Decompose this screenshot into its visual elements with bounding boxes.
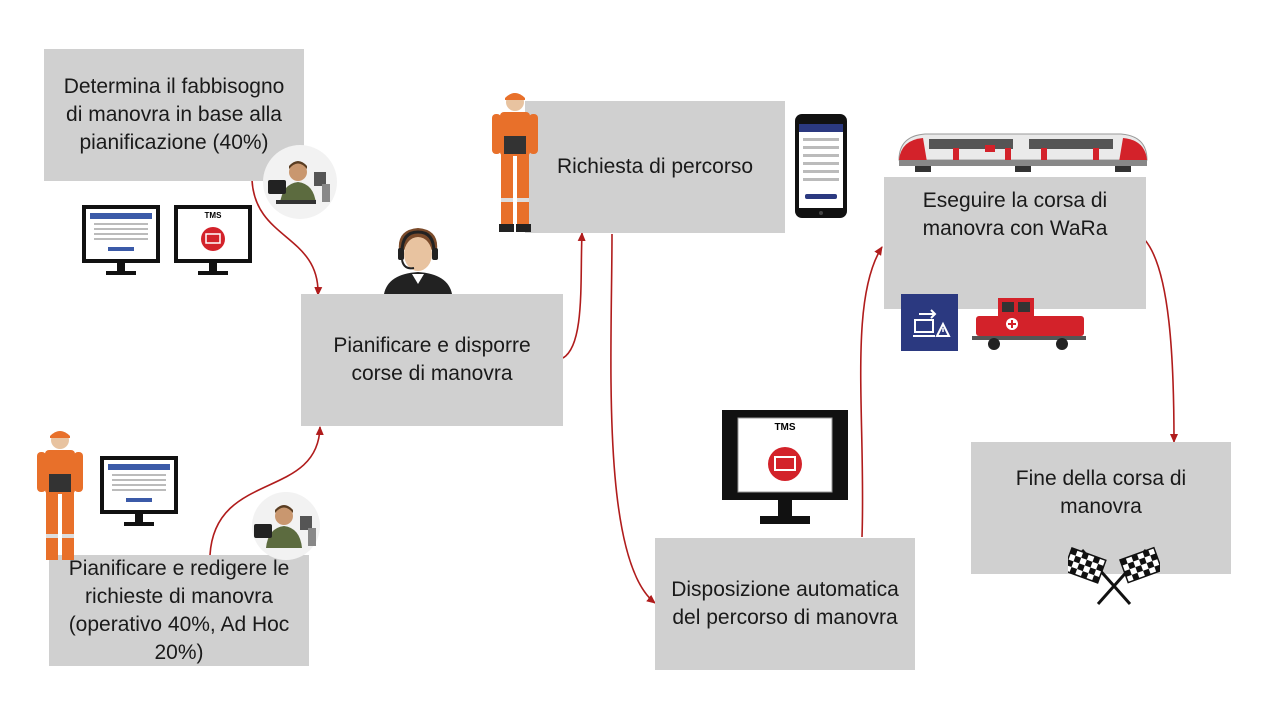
smartphone-icon	[795, 114, 847, 218]
arrow-disposizione-to-eseguire	[859, 246, 883, 538]
box-disposizione-text: Disposizione automatica del percorso di …	[671, 578, 899, 629]
tms-large-label: TMS	[774, 422, 796, 433]
box-redigere-text: Pianificare e redigere le richieste di m…	[68, 556, 290, 664]
worker-icon-bottom	[37, 431, 83, 560]
checkered-flags-icon	[1068, 546, 1160, 605]
box-fine-corsa: Fine della corsa di manovra	[971, 442, 1231, 574]
box-eseguire-text: Eseguire la corsa di manovra con WaRa	[922, 189, 1108, 240]
tms-monitor-icon: TMS	[174, 205, 252, 283]
headset-operator-icon	[384, 228, 452, 294]
worker-icon	[492, 93, 538, 232]
tms-label: TMS	[204, 211, 222, 220]
operator-icon	[263, 145, 337, 219]
monitor-icon	[82, 205, 160, 283]
arrow-eseguire-to-fine	[1144, 239, 1178, 443]
operator-icon-bottom	[252, 492, 320, 560]
box-redigere-richieste: Pianificare e redigere le richieste di m…	[49, 555, 309, 666]
box-determina-text: Determina il fabbisogno di manovra in ba…	[63, 75, 285, 154]
arrow-determina-to-pianificare	[251, 179, 323, 296]
box-pianificare-disporre: Pianificare e disporre corse di manovra	[301, 294, 563, 426]
monitor-icon-bottom	[100, 456, 178, 534]
box-richiesta-text: Richiesta di percorso	[556, 155, 754, 178]
train-icon	[898, 133, 1148, 172]
box-disposizione-automatica: Disposizione automatica del percorso di …	[655, 538, 915, 670]
box-eseguire-corsa: Eseguire la corsa di manovra con WaRa	[884, 177, 1146, 309]
tms-large-monitor-icon: TMS	[722, 410, 848, 532]
box-fine-text: Fine della corsa di manovra	[1015, 467, 1187, 518]
arrow-richiesta-to-disposizione	[610, 233, 656, 604]
box-pianificare-disporre-text: Pianificare e disporre corse di manovra	[333, 334, 531, 385]
box-determina-fabbisogno: Determina il fabbisogno di manovra in ba…	[44, 49, 304, 181]
arrow-pianificare-to-richiesta	[562, 232, 586, 359]
box-richiesta-percorso: Richiesta di percorso	[525, 101, 785, 233]
wara-icon	[901, 294, 958, 351]
arrow-redigere-to-pianificare	[209, 426, 324, 556]
locomotive-icon	[972, 298, 1086, 350]
